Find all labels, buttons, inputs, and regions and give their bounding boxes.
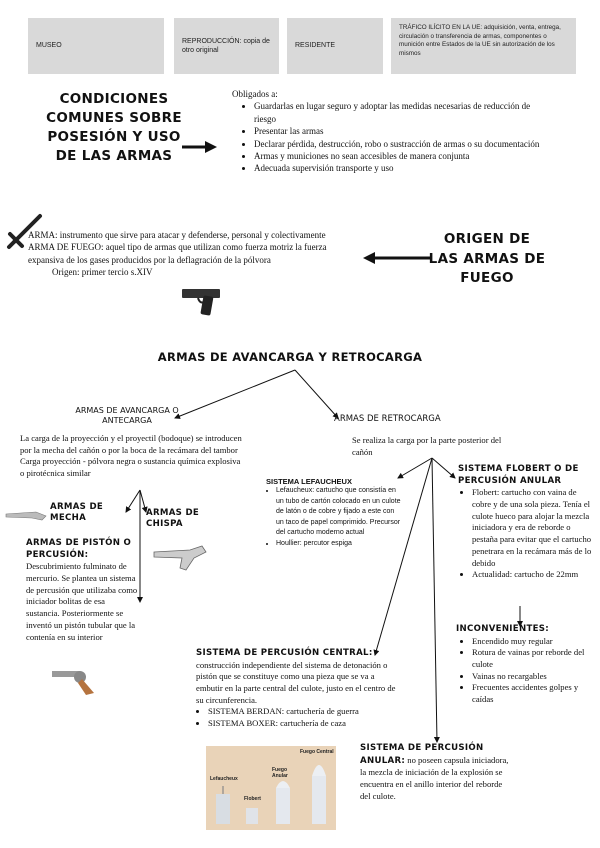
flobert-item: Actualidad: cartucho de 22mm (472, 569, 594, 581)
lefaucheux-section: SISTEMA LEFAUCHEUX Lefaucheux: cartucho … (266, 477, 402, 549)
armas-chispa-label: ARMAS DE CHISPA (146, 508, 218, 530)
label-lefaucheux: Lefaucheux (210, 776, 238, 782)
main-title: ARMAS DE AVANCARGA Y RETROCARGA (150, 350, 430, 364)
conditions-title: CONDICIONES COMUNES SOBRE POSESIÓN Y USO… (44, 90, 184, 166)
header-trafico: TRÁFICO ILÍCITO EN LA UE: adquisición, v… (391, 18, 576, 74)
origin-definitions: ARMA: instrumento que sirve para atacar … (28, 229, 350, 279)
inconveniente-item: Vainas no recargables (472, 671, 596, 683)
central-item: SISTEMA BOXER: cartuchería de caza (208, 718, 401, 730)
flintlock-pistol-icon (150, 540, 208, 574)
inconvenientes-section: INCONVENIENTES: Encendido muy regular Ro… (456, 624, 596, 706)
central-title: SISTEMA DE PERCUSIÓN CENTRAL: (196, 648, 401, 660)
anular-section: SISTEMA DE PERCUSIÓN ANULAR: no poseen c… (360, 742, 510, 802)
pistol-icon (180, 285, 224, 317)
lefaucheux-title: SISTEMA LEFAUCHEUX (266, 477, 402, 486)
inconveniente-item: Rotura de vainas por reborde del culote (472, 647, 596, 670)
condition-item: Presentar las armas (254, 125, 550, 137)
conditions-list: Obligados a: Guardarlas en lugar seguro … (232, 88, 550, 175)
condition-item: Declarar pérdida, destrucción, robo o su… (254, 138, 550, 150)
header-museo: MUSEO (28, 18, 164, 74)
matchlock-gun-icon (4, 506, 48, 524)
piston-text: Descubrimiento fulminato de mercurio. Se… (26, 561, 138, 643)
revolver-icon (50, 665, 96, 697)
arma-definition: ARMA: instrumento que sirve para atacar … (28, 229, 350, 241)
inconvenientes-title: INCONVENIENTES: (456, 624, 596, 636)
flobert-item: Flobert: cartucho con vaina de cobre y d… (472, 487, 594, 569)
flobert-section: SISTEMA FLOBERT O DE PERCUSIÓN ANULAR Fl… (458, 464, 594, 581)
retrocarga-title: ARMAS DE RETROCARGA (334, 414, 494, 424)
central-item: SISTEMA BERDAN: cartuchería de guerra (208, 706, 401, 718)
label-flobert: Flobert (244, 796, 261, 802)
piston-section: ARMAS DE PISTÓN O PERCUSIÓN: Descubrimie… (26, 538, 138, 643)
conditions-intro: Obligados a: (232, 88, 550, 100)
central-section: SISTEMA DE PERCUSIÓN CENTRAL: construcci… (196, 648, 401, 730)
retrocarga-description: Se realiza la carga por la parte posteri… (352, 435, 522, 459)
origin-title: ORIGEN DE LAS ARMAS DE FUEGO (428, 230, 546, 289)
origin-date: Origen: primer tercio s.XIV (28, 266, 350, 278)
inconveniente-item: Frecuentes accidentes golpes y caídas (472, 682, 596, 705)
condition-item: Guardarlas en lugar seguro y adoptar las… (254, 100, 550, 125)
cartridges-illustration (206, 746, 336, 830)
lefaucheux-item: Houllier: percutor espiga (276, 539, 402, 550)
inconveniente-item: Encendido muy regular (472, 636, 596, 648)
cartridge-image: Lefaucheux Flobert Fuego Anular Fuego Ce… (206, 746, 336, 830)
avancarga-title: ARMAS DE AVANCARGA O ANTECARGA (62, 406, 192, 427)
label-fuego-anular: Fuego Anular (272, 768, 300, 779)
header-residente: RESIDENTE (287, 18, 383, 74)
arma-fuego-definition: ARMA DE FUEGO: aquel tipo de armas que u… (28, 241, 350, 266)
condition-item: Adecuada supervisión transporte y uso (254, 162, 550, 174)
piston-title: ARMAS DE PISTÓN O PERCUSIÓN: (26, 538, 138, 561)
flobert-title: SISTEMA FLOBERT O DE PERCUSIÓN ANULAR (458, 464, 594, 487)
label-fuego-central: Fuego Central (300, 749, 334, 755)
header-reproduccion: REPRODUCCIÓN: copia de otro original (174, 18, 279, 74)
avancarga-description: La carga de la proyección y el proyectil… (20, 433, 245, 479)
lefaucheux-item: Lefaucheux: cartucho que consistía en un… (276, 486, 402, 539)
central-text: construcción independiente del sistema d… (196, 660, 401, 707)
armas-mecha-label: ARMAS DE MECHA (50, 502, 122, 524)
condition-item: Armas y municiones no sean accesibles de… (254, 150, 550, 162)
